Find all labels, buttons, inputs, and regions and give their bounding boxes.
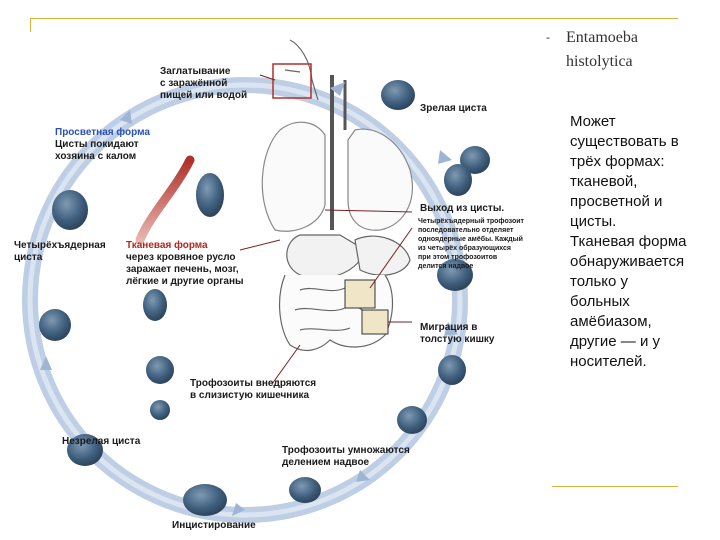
label-line: Заглатывание bbox=[160, 66, 231, 77]
label-line: последовательно отделяет bbox=[418, 227, 514, 234]
label-swallow: Заглатывание с заражённой пищей или водо… bbox=[160, 66, 247, 102]
cycle-cells bbox=[39, 80, 490, 516]
label-trophozoites-divide: Трофозоиты умножаются делением надвое bbox=[282, 445, 410, 469]
desc-line: только у bbox=[570, 273, 629, 290]
pointer-lines bbox=[239, 74, 413, 385]
label-encystment: Инцистирование bbox=[172, 520, 256, 531]
desc-line: просветной и bbox=[570, 193, 663, 210]
label-mature-cyst: Зрелая циста bbox=[420, 103, 487, 114]
amoeba-cell bbox=[289, 477, 321, 503]
label-line: делением надвое bbox=[282, 457, 370, 468]
label-line: Просветная форма bbox=[55, 127, 150, 138]
amoeba-cell bbox=[67, 434, 103, 466]
label-line: Цисты покидают bbox=[55, 139, 139, 150]
bullet-dash: - bbox=[546, 30, 550, 44]
amoeba-cell bbox=[183, 484, 227, 516]
label-line: Тканевая форма bbox=[126, 240, 208, 251]
desc-line: трёх формах: bbox=[570, 153, 665, 170]
amoeba-cell bbox=[381, 80, 415, 110]
intestine-detail-box-2 bbox=[361, 309, 389, 335]
label-line: циста bbox=[14, 252, 43, 263]
label-line: при этом трофозоитов bbox=[418, 254, 498, 261]
label-immature-cyst: Незрелая циста bbox=[62, 436, 141, 447]
tissue-arrow bbox=[135, 155, 195, 245]
amoeba-cell bbox=[397, 406, 427, 434]
slide-title: Entamoeba histolytica bbox=[566, 26, 638, 74]
mouth-highlight-box bbox=[272, 63, 312, 99]
description-text: Может существовать в трёх формах: тканев… bbox=[570, 112, 716, 372]
label-line: Четырёхъядерный трофозоит bbox=[418, 218, 524, 225]
label-migration: Миграция в толстую кишку bbox=[420, 322, 495, 346]
amoeba-cell bbox=[39, 309, 71, 341]
desc-line: другие — и у bbox=[570, 333, 660, 350]
intestine-detail-box-1 bbox=[344, 279, 376, 309]
label-line: Миграция в bbox=[420, 322, 478, 333]
frame-left-line bbox=[30, 18, 31, 32]
label-line: одноядерные амёбы. Каждый bbox=[418, 236, 523, 243]
amoeba-cell bbox=[444, 164, 472, 196]
label-line: заражает печень, мозг, bbox=[126, 264, 239, 275]
title-line-2: histolytica bbox=[566, 53, 633, 70]
cycle-band-inner bbox=[27, 82, 463, 518]
label-line: лёгкие и другие органы bbox=[126, 276, 244, 287]
label-four-nucleus-cyst: Четырёхъядерная циста bbox=[14, 240, 106, 264]
desc-line: больных bbox=[570, 293, 630, 310]
amoeba-cell bbox=[196, 173, 224, 217]
desc-line: амёбиазом, bbox=[570, 313, 652, 330]
desc-line: Может bbox=[570, 113, 616, 130]
label-line: толстую кишку bbox=[420, 334, 495, 345]
amoeba-cell bbox=[438, 355, 466, 385]
amoeba-cell bbox=[146, 356, 174, 384]
label-line: делится надвое bbox=[418, 263, 474, 270]
desc-line: цисты. bbox=[570, 213, 617, 230]
label-line: через кровяное русло bbox=[126, 252, 236, 263]
frame-top-line bbox=[30, 18, 678, 19]
amoeba-cell bbox=[150, 400, 170, 420]
label-trophozoites-mucosa: Трофозоиты внедряются в слизистую кишечн… bbox=[190, 378, 316, 402]
label-line: хозяина с калом bbox=[55, 151, 137, 162]
title-line-1: Entamoeba bbox=[566, 29, 638, 46]
amoeba-cell bbox=[143, 289, 167, 321]
desc-line: тканевой, bbox=[570, 173, 638, 190]
amoeba-cell bbox=[437, 259, 473, 291]
label-line: в слизистую кишечника bbox=[190, 390, 310, 401]
label-tissue-form: Тканевая форма через кровяное русло зара… bbox=[126, 240, 244, 288]
label-line: Трофозоиты внедряются bbox=[190, 378, 317, 389]
desc-line: носителей. bbox=[570, 353, 647, 370]
label-line: Трофозоиты умножаются bbox=[282, 445, 410, 456]
desc-line: Тканевая форма bbox=[570, 233, 687, 250]
desc-line: обнаруживается bbox=[570, 253, 685, 270]
amoeba-cell bbox=[460, 146, 490, 174]
label-cyst-exit-details: Четырёхъядерный трофозоит последовательн… bbox=[418, 217, 524, 271]
label-line: с заражённой bbox=[160, 78, 228, 89]
frame-bottom-line bbox=[552, 486, 678, 487]
label-line: из четырёх образующихся bbox=[418, 245, 511, 252]
label-line: пищей или водой bbox=[160, 90, 248, 101]
label-lumen-form: Просветная форма Цисты покидают хозяина … bbox=[55, 127, 150, 163]
amoeba-cell bbox=[52, 190, 88, 230]
label-line: Четырёхъядерная bbox=[14, 240, 106, 251]
label-cyst-exit-title: Выход из цисты. bbox=[420, 203, 505, 214]
cycle-arrowheads bbox=[40, 82, 458, 516]
desc-line: существовать в bbox=[570, 133, 679, 150]
human-body-outline bbox=[261, 39, 413, 352]
